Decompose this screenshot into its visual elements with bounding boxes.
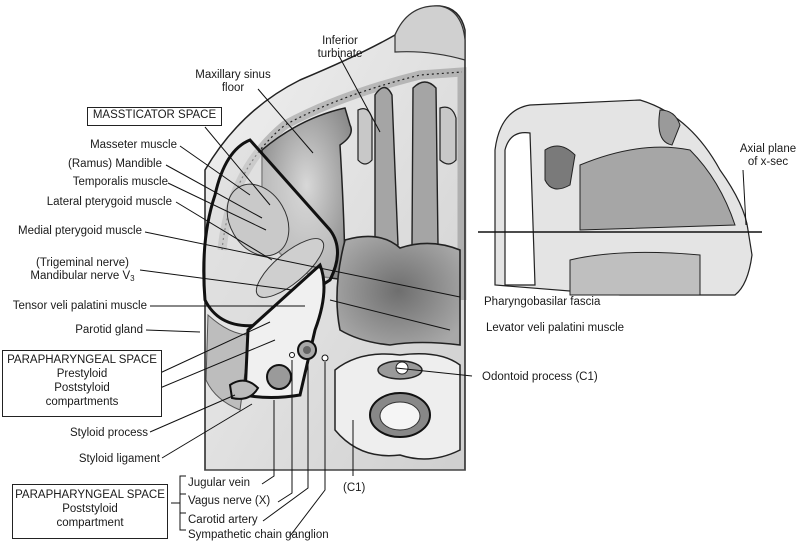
- label-temporalis-muscle: Temporalis muscle: [72, 176, 168, 188]
- nasal-septum-right-cavity: [411, 81, 439, 251]
- box-title: PARAPHARYNGEAL SPACE: [15, 489, 165, 501]
- nasopharynx: [336, 235, 461, 346]
- box-line: Poststyloid: [62, 503, 118, 515]
- label-carotid-artery: Carotid artery: [188, 514, 258, 526]
- label-subscript: 3: [130, 274, 135, 283]
- sagittal-inset: [478, 99, 762, 296]
- sphenoid-sinus: [544, 145, 576, 190]
- box-line: compartment: [56, 517, 124, 529]
- label-trigeminal-mandibular-nerve: (Trigeminal nerve) Mandibular nerve V3: [25, 257, 140, 285]
- label-tensor-veli-palatini: Tensor veli palatini muscle: [12, 300, 147, 312]
- label-parotid-gland: Parotid gland: [75, 324, 143, 336]
- box-line: Poststyloid: [54, 382, 110, 394]
- oral-cavity: [569, 251, 701, 296]
- label-line: floor: [221, 82, 245, 94]
- label-line: turbinate: [317, 48, 363, 60]
- label-line: of x-sec: [747, 156, 789, 168]
- frontal-sinus: [658, 109, 681, 146]
- nose-tip: [394, 5, 466, 61]
- label-text: Mandibular nerve V: [30, 270, 131, 282]
- label-inferior-turbinate: Inferior turbinate: [295, 35, 385, 61]
- box-title: PARAPHARYNGEAL SPACE: [7, 354, 157, 366]
- label-styloid-process: Styloid process: [70, 427, 148, 439]
- label-line: (Trigeminal nerve): [36, 257, 129, 269]
- parapharyngeal-space: [243, 262, 326, 399]
- masticator-space-title: MASSTICATOR SPACE: [92, 109, 217, 121]
- label-axial-plane: Axial plane of x-sec: [735, 143, 800, 169]
- nasal-cavity-sagittal: [579, 146, 736, 231]
- label-line: Mandibular nerve V3: [25, 270, 140, 285]
- sympathetic-chain: [321, 354, 329, 362]
- box-line: compartments: [45, 396, 119, 408]
- masticator-space-box: MASSTICATOR SPACE: [87, 107, 222, 126]
- label-lateral-pterygoid: Lateral pterygoid muscle: [46, 196, 172, 208]
- parapharyngeal-space-box-2: PARAPHARYNGEAL SPACE Poststyloid compart…: [12, 484, 168, 539]
- parapharyngeal-space-box-1: PARAPHARYNGEAL SPACE Prestyloid Poststyl…: [2, 350, 162, 417]
- medial-pterygoid: [255, 238, 325, 298]
- label-vagus-nerve: Vagus nerve (X): [188, 495, 271, 507]
- label-line: Axial plane: [739, 143, 797, 155]
- label-pharyngobasilar-fascia: Pharyngobasilar fascia: [484, 296, 601, 308]
- label-ramus-mandible: (Ramus) Mandible: [68, 158, 162, 170]
- label-masseter-muscle: Masseter muscle: [90, 139, 177, 151]
- label-c1: (C1): [343, 482, 366, 494]
- vagus-nerve: [289, 352, 295, 358]
- box-line: Prestyloid: [56, 368, 108, 380]
- styloid-process: [228, 379, 260, 400]
- leader-lines: [139, 55, 747, 537]
- label-medial-pterygoid: Medial pterygoid muscle: [17, 225, 142, 237]
- label-maxillary-sinus-floor: Maxillary sinus floor: [188, 69, 278, 95]
- label-jugular-vein: Jugular vein: [188, 477, 251, 489]
- label-line: Inferior: [322, 35, 358, 47]
- label-line: Maxillary sinus: [195, 69, 271, 81]
- label-styloid-ligament: Styloid ligament: [78, 453, 160, 465]
- inferior-turbinate: [357, 108, 373, 165]
- label-sympathetic-chain-ganglion: Sympathetic chain ganglion: [188, 529, 329, 541]
- label-levator-veli-palatini: Levator veli palatini muscle: [486, 322, 625, 334]
- jugular-vein: [266, 364, 292, 390]
- label-odontoid-process: Odontoid process (C1): [482, 371, 598, 383]
